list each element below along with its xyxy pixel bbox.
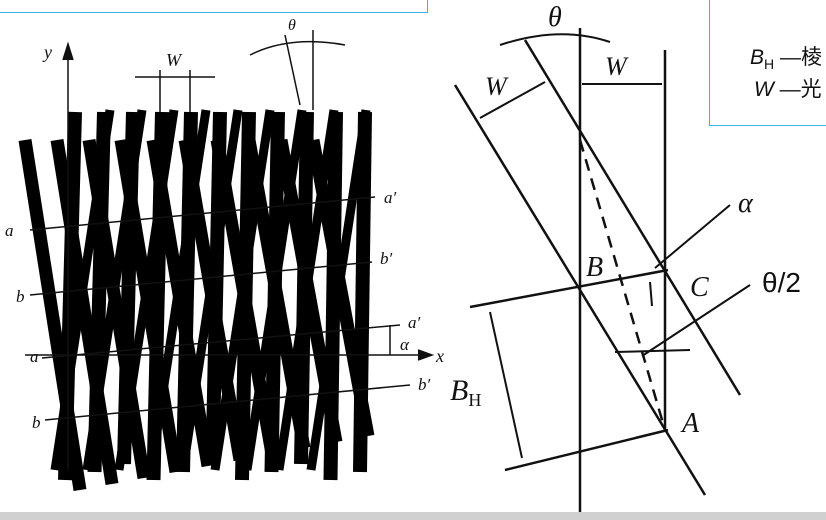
bar-slanted [50,138,119,486]
bar-slanted-back [146,109,211,471]
line-label-a-prime-2: a′ [408,313,421,332]
line-label-a-prime: a′ [384,188,397,207]
legend-box: BH —棱 W —光 [709,0,826,126]
alpha-marker [649,281,653,307]
width-label: W [166,50,183,70]
line-label-b-prime-2: b′ [418,375,431,394]
y-axis-arrow-icon [62,41,74,61]
bh-dimension [489,311,523,459]
line-label-b-prime: b′ [380,249,393,268]
line-label-a-2: a [30,347,39,366]
half-theta-leader [641,284,751,357]
line-a-a-prime-top [29,196,376,231]
theta-tilt-line [284,34,301,106]
theta-label: θ [288,17,296,34]
line-label-b-2: b [32,413,41,432]
w-label-right: W [605,52,629,81]
bottom-scrollbar[interactable] [0,512,826,520]
legend-bh: BH —棱 [750,46,822,73]
alpha-label: α [400,335,410,354]
text-box-top [0,0,428,13]
alpha-leader [654,204,731,269]
y-axis-label: y [42,42,52,62]
w-label-left: W [485,72,509,101]
theta-arc [249,40,346,56]
bar-slanted [18,138,87,492]
bh-label: BH [450,374,481,410]
line-label-b: b [16,287,25,306]
bar-slanted-back [210,109,275,471]
point-a-label: A [680,408,700,439]
half-theta-label: θ/2 [762,267,801,298]
x-axis-label: x [435,346,444,366]
bar-slanted-back [114,109,179,471]
point-c-label: C [690,272,709,303]
line-b-c [469,268,669,309]
point-b-label: B [586,252,603,283]
line-label-a: a [5,221,14,240]
legend-w: W —光 [754,78,822,101]
bar-slanted-back [274,109,339,471]
slanted-line-left [453,84,707,496]
half-theta-marker [614,349,691,353]
alpha-label-right: α [738,188,754,219]
slanted-line-right [523,39,742,396]
bar-slanted-back [82,109,147,471]
line-b-b-prime-bottom [44,384,411,421]
theta-arc-right [499,33,611,46]
dashed-line-b-a [578,139,667,431]
line-through-a [504,428,669,472]
bar-slanted-back [178,109,243,471]
x-axis-arrow-icon [417,349,435,361]
crossed-bars-pattern [18,109,375,492]
bar-slanted-back [306,109,371,471]
line-a-a-prime-bottom [41,324,401,359]
bar-slanted-back [242,109,307,471]
theta-label-right: θ [548,2,562,33]
line-b-b-prime-top [29,261,373,296]
w-dimension-left [479,81,546,119]
